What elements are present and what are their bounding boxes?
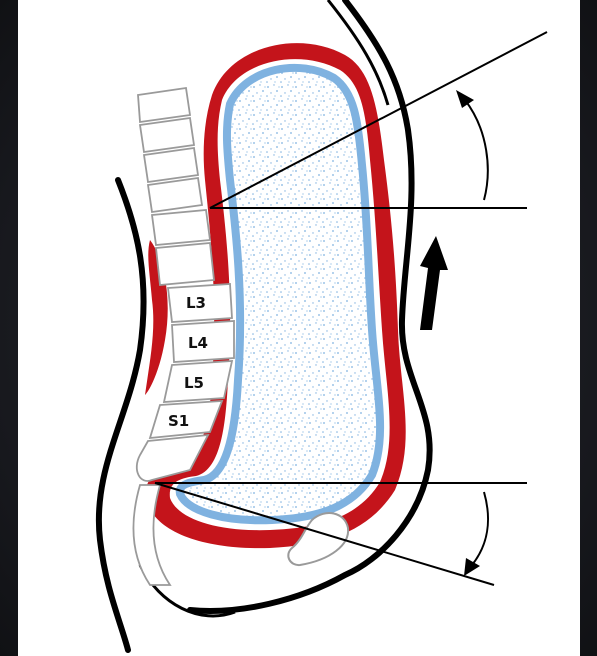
arrow-up-thick-icon	[420, 236, 448, 330]
upper-spine	[138, 88, 190, 122]
label-l4: L4	[188, 334, 208, 352]
vertebra	[144, 148, 198, 182]
label-l3: L3	[186, 294, 206, 312]
label-l5: L5	[184, 374, 204, 392]
arrowhead-down	[464, 558, 480, 576]
vertebra	[152, 210, 210, 245]
curved-arrow-up-icon	[465, 100, 488, 200]
curved-arrow-down-icon	[472, 492, 488, 565]
vertebra	[140, 118, 194, 152]
vertebra	[148, 178, 202, 212]
label-s1: S1	[168, 412, 189, 430]
vertebra	[156, 243, 214, 285]
posterior-skin-outline	[99, 180, 144, 650]
arrowhead-up	[456, 90, 474, 108]
